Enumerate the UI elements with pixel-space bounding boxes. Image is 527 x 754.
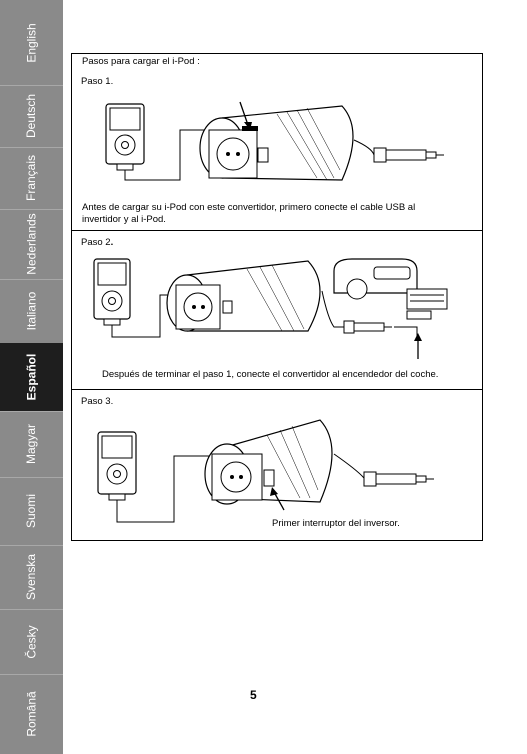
step1-label: Paso 1. [81,76,114,87]
lang-tab-suomi[interactable]: Suomi [0,477,63,546]
lang-tab-english[interactable]: English [0,0,63,86]
step1-text-line2: invertidor y al i-Pod. [82,214,166,225]
lang-tab-label: Magyar [24,423,39,465]
step2-panel: Paso 2. [71,231,483,390]
lang-tab-label: English [24,22,39,63]
lang-tab-label: Deutsch [24,93,39,139]
inverter-icon [199,105,354,181]
step1-illustration [105,101,444,181]
lang-tab-magyar[interactable]: Magyar [0,411,63,478]
inverter-icon [166,260,321,332]
lang-tab-romana[interactable]: Română [0,674,63,754]
step2-label-text: Paso 2 [81,237,111,248]
language-sidebar: English Deutsch Français Nederlands Ital… [0,0,63,754]
lang-tab-label: Suomi [24,493,39,529]
lang-tab-espanol[interactable]: Español [0,343,63,412]
step2-label-dot: . [110,237,114,248]
step3-caption: Primer interruptor del inversor. [272,518,400,529]
switch-pointer-arrow [270,487,285,511]
step1-text-line1: Antes de cargar su i-Pod con este conver… [82,202,416,213]
lang-tab-label: Italiano [24,291,39,331]
step2-label: Paso 2. [81,237,113,249]
lang-tab-label: Česky [24,624,39,659]
lang-tab-label: Svenska [24,553,39,601]
lang-tab-label: Nederlands [24,213,39,275]
step1-panel: Paso 1. [71,70,483,231]
car-plug-icon [343,320,392,334]
lang-tab-italiano[interactable]: Italiano [0,279,63,344]
ipod-icon [105,103,145,171]
car-plug-icon [373,147,444,163]
lang-tab-cesky[interactable]: Česky [0,609,63,675]
car-plug-icon [363,471,434,487]
section-header: Pasos para cargar el i-Pod : [71,53,483,71]
step2-text: Después de terminar el paso 1, conecte e… [102,369,439,380]
lang-tab-svenska[interactable]: Svenska [0,545,63,610]
lang-tab-francais[interactable]: Français [0,147,63,210]
usb-pointer-arrow [239,101,252,130]
section-title: Pasos para cargar el i-Pod : [82,56,200,67]
socket-pointer-arrow [414,333,422,359]
lang-tab-label: Français [24,154,39,202]
step2-illustration [93,258,448,359]
step3-illustration [97,419,434,523]
ipod-icon [97,431,137,501]
lang-tab-label: Română [24,691,39,737]
lang-tab-label: Español [24,353,39,401]
lang-tab-deutsch[interactable]: Deutsch [0,85,63,148]
step3-panel: Paso 3. [71,390,483,541]
car-dashboard-icon [333,258,448,339]
page-number: 5 [250,688,257,702]
inverter-icon [204,419,333,505]
step3-label: Paso 3. [81,396,114,407]
ipod-icon [93,258,131,326]
lang-tab-nederlands[interactable]: Nederlands [0,209,63,280]
